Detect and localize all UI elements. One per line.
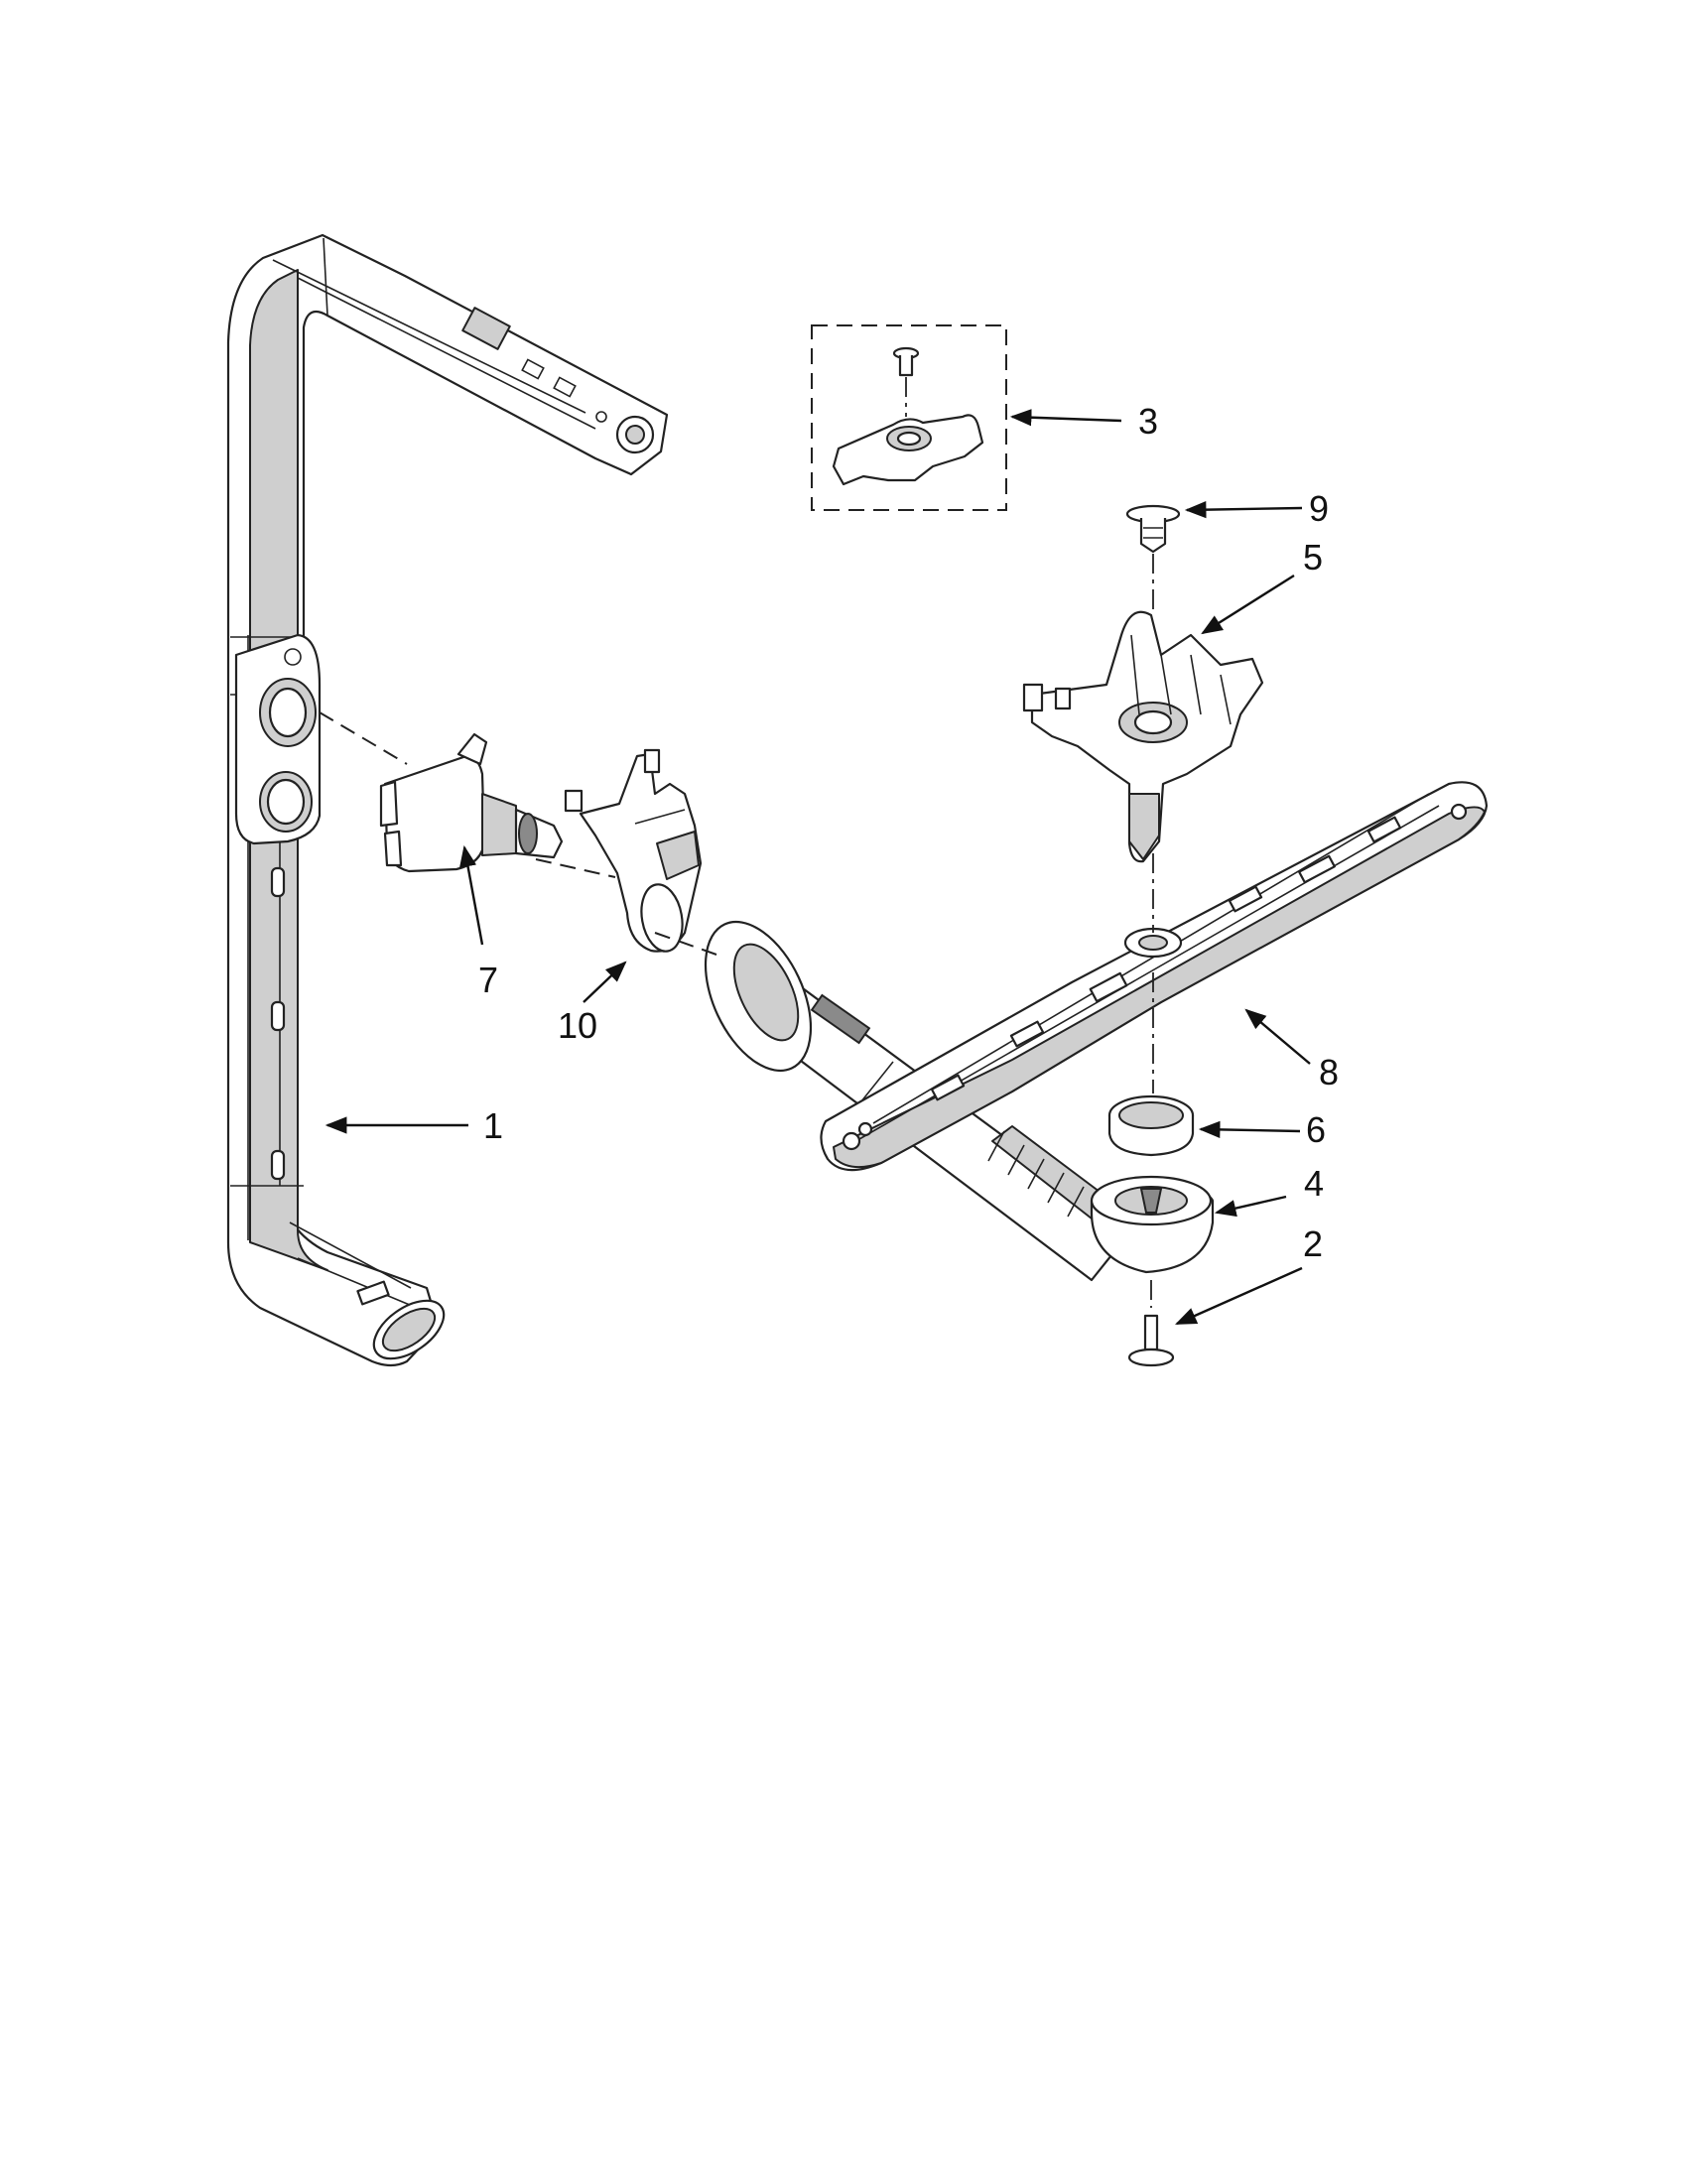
callout-leaders xyxy=(325,409,1311,1326)
supply-tube-part xyxy=(226,233,669,1367)
leader-5 xyxy=(1201,574,1295,635)
push-pin-part xyxy=(1125,504,1181,554)
callout-5: 5 xyxy=(1303,537,1323,578)
leader-7 xyxy=(459,844,484,946)
clip-assembly-part xyxy=(811,324,1007,511)
upper-mount-part xyxy=(1022,610,1264,863)
leader-4 xyxy=(1214,1195,1287,1218)
screw-part xyxy=(1127,1314,1175,1367)
callout-4: 4 xyxy=(1304,1163,1324,1204)
callout-3: 3 xyxy=(1138,401,1158,442)
leader-9 xyxy=(1184,501,1303,519)
bracket-part xyxy=(564,748,703,953)
connector-part xyxy=(379,732,564,873)
callout-6: 6 xyxy=(1306,1109,1326,1150)
bearing-ring-part xyxy=(1107,1094,1195,1157)
callout-numbers: 1 2 3 4 5 6 7 8 9 10 xyxy=(478,401,1339,1264)
assembly-guide-lines xyxy=(319,377,1154,1308)
callout-8: 8 xyxy=(1319,1052,1339,1092)
callout-2: 2 xyxy=(1303,1223,1323,1264)
leader-3 xyxy=(1009,409,1122,427)
callout-9: 9 xyxy=(1309,488,1329,529)
hub-part xyxy=(1090,1175,1215,1274)
leader-2 xyxy=(1175,1266,1303,1326)
leader-8 xyxy=(1244,1008,1311,1065)
callout-7: 7 xyxy=(478,960,498,1000)
leader-10 xyxy=(583,961,627,1003)
callout-10: 10 xyxy=(558,1005,597,1046)
leader-6 xyxy=(1198,1120,1301,1139)
callout-1: 1 xyxy=(483,1105,503,1146)
